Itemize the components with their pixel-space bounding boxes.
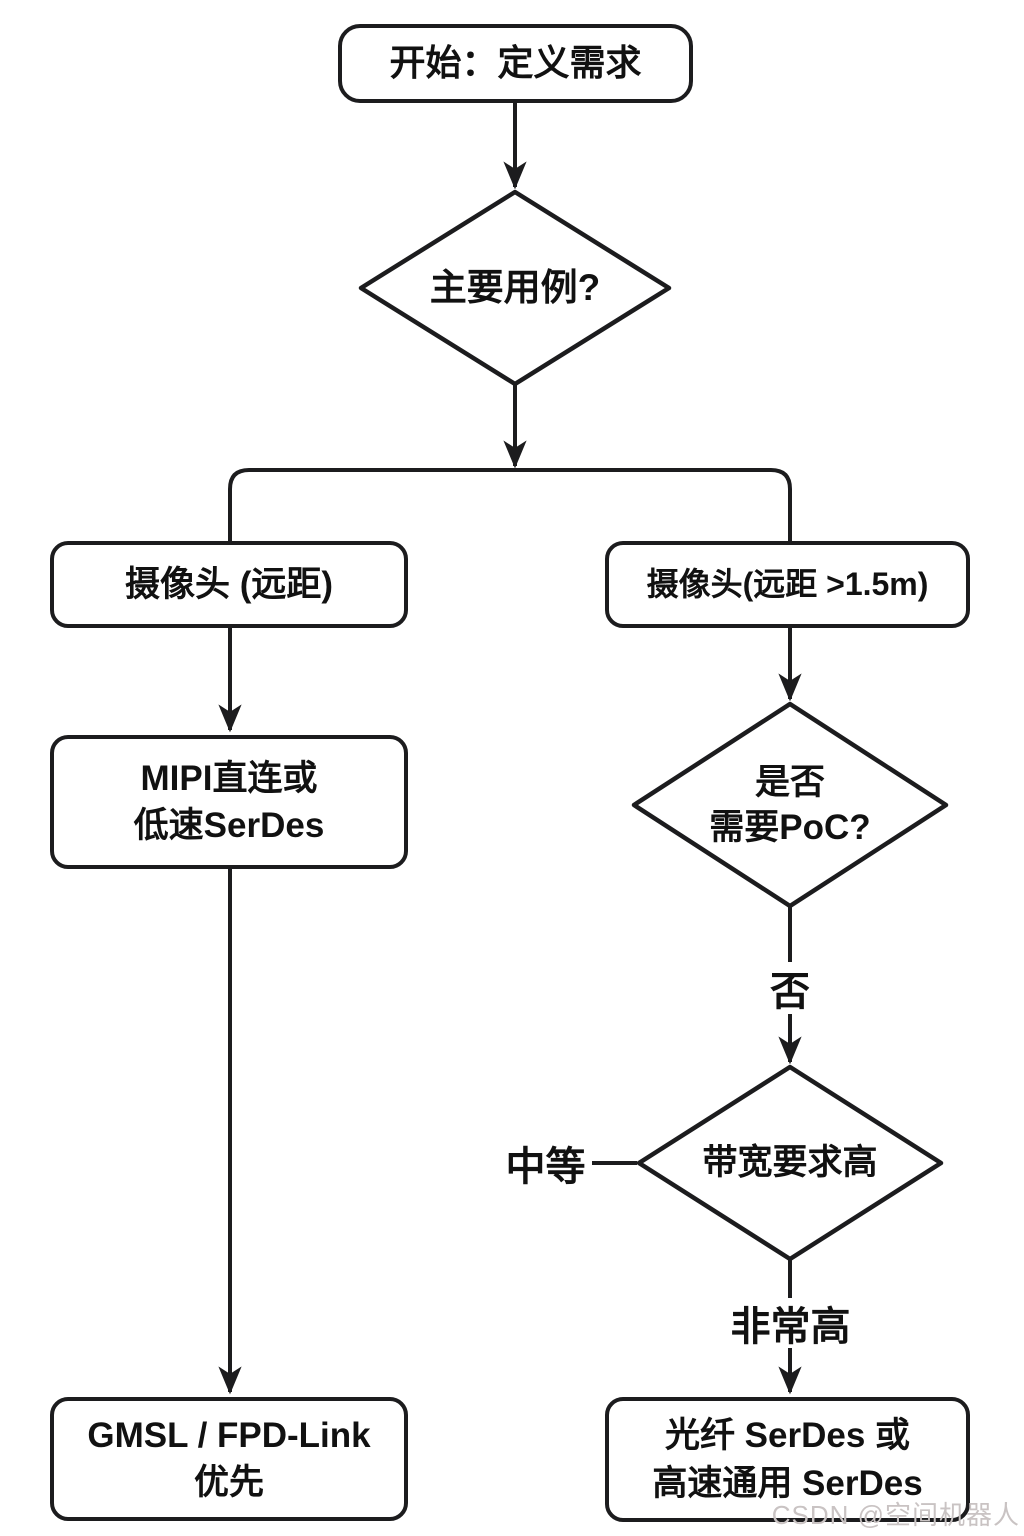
- edge-label-very-high: 非常高: [728, 1298, 853, 1349]
- gmsl-label-line2: 优先: [193, 1463, 264, 1502]
- branch-connector: [228, 468, 792, 541]
- mipi-label-line2: 低速SerDes: [133, 806, 325, 845]
- decision-poc-label: 是否 需要PoC?: [709, 762, 871, 848]
- camera-short-node: 摄像头 (远距): [50, 541, 408, 628]
- camera-long-label: 摄像头(远距 >1.5m): [646, 565, 929, 602]
- fiber-node: 光纤 SerDes 或 高速通用 SerDes: [605, 1397, 970, 1522]
- mipi-label-line1: MIPI直连或: [140, 758, 318, 798]
- decision-primary-usecase-label: 主要用例?: [429, 266, 601, 308]
- gmsl-label-line1: GMSL / FPD-Link: [87, 1415, 371, 1455]
- camera-long-node: 摄像头(远距 >1.5m): [605, 541, 970, 628]
- edge-label-no: 否: [762, 962, 818, 1014]
- start-node: 开始：定义需求: [338, 24, 693, 103]
- decision-bandwidth-label: 带宽要求高: [702, 1143, 878, 1183]
- gmsl-node: GMSL / FPD-Link 优先: [50, 1397, 408, 1521]
- fiber-label-line1: 光纤 SerDes 或: [664, 1416, 911, 1456]
- mipi-node: MIPI直连或 低速SerDes: [50, 735, 408, 869]
- camera-short-label: 摄像头 (远距): [124, 564, 334, 604]
- start-node-label: 开始：定义需求: [389, 42, 642, 84]
- fiber-label-line2: 高速通用 SerDes: [652, 1463, 923, 1503]
- watermark: CSDN @空间机器人: [771, 1500, 1020, 1530]
- edge-label-medium: 中等: [503, 1140, 588, 1189]
